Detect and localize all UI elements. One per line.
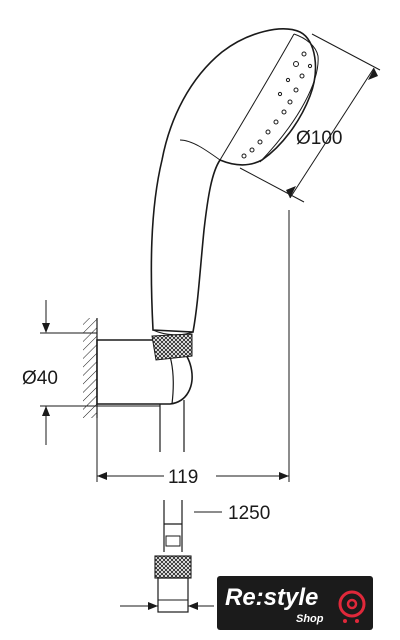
hose-fitting xyxy=(154,500,192,613)
logo-main-text: Re:style xyxy=(225,584,318,611)
restyle-shop-logo: Re:style Shop xyxy=(217,576,373,630)
projection-label: 119 xyxy=(168,467,198,488)
hose xyxy=(159,400,185,452)
dimension-bracket-diameter xyxy=(40,300,160,445)
at-cart-icon xyxy=(338,590,366,623)
bracket-diameter-label: Ø40 xyxy=(22,368,58,389)
wall-bracket xyxy=(96,333,193,405)
head-diameter-label: Ø100 xyxy=(296,128,342,149)
dimension-head-diameter xyxy=(239,33,381,203)
spray-face xyxy=(241,33,319,163)
logo-sub-text: Shop xyxy=(296,613,324,625)
hose-length-label: 1250 xyxy=(228,503,270,524)
dimension-hose-length xyxy=(120,511,222,610)
hand-shower xyxy=(150,28,319,336)
dimension-projection xyxy=(96,210,290,482)
